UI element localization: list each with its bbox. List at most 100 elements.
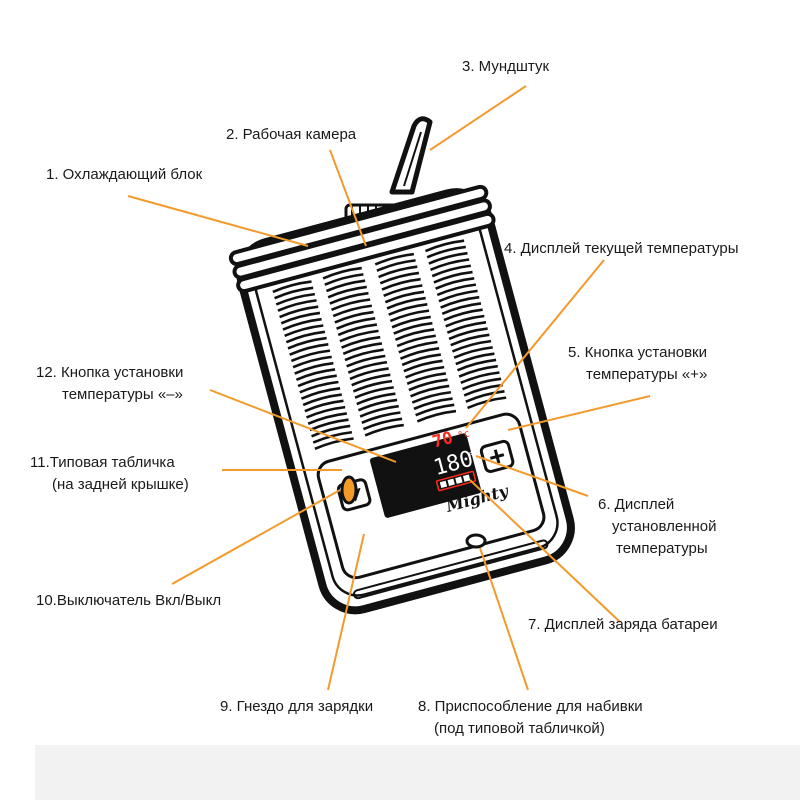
- fin-line: [290, 349, 331, 363]
- fin-line: [465, 390, 505, 403]
- fin-line: [424, 239, 465, 253]
- fin-line: [311, 424, 351, 438]
- fin-line: [351, 373, 391, 387]
- fin-line: [329, 291, 369, 305]
- fin-line: [415, 403, 455, 417]
- current-temp-unit: °c: [457, 428, 471, 442]
- label-mouthpiece: 3. Мундштук: [462, 58, 550, 75]
- fin-line: [307, 412, 347, 425]
- fin-line: [408, 378, 448, 392]
- fin-line: [327, 285, 367, 299]
- fin-line: [431, 264, 471, 278]
- display-panel: [369, 433, 482, 518]
- label-filling-aid-line2: (под типовой табличкой): [434, 720, 605, 737]
- fin-line: [341, 335, 381, 349]
- fin-line: [389, 309, 430, 323]
- fin-line: [411, 390, 452, 404]
- fin-line: [277, 299, 317, 312]
- fin-line: [393, 321, 433, 335]
- fin-line: [394, 328, 435, 342]
- fin-line: [426, 245, 466, 259]
- leader-8: [479, 547, 529, 691]
- fin-line: [349, 367, 389, 381]
- label-charging-socket: 9. Гнездо для зарядки: [220, 698, 374, 715]
- fin-line: [322, 266, 362, 280]
- fin-line: [289, 343, 329, 356]
- fin-line: [314, 437, 354, 451]
- label-plus-button-line1: 5. Кнопка установки: [568, 344, 707, 361]
- label-type-plate-line2: (на задней крышке): [52, 476, 189, 493]
- fin-line: [386, 296, 426, 310]
- fin-line: [376, 259, 416, 272]
- fin-line: [435, 277, 475, 290]
- fin-line: [305, 405, 346, 419]
- fin-line: [354, 386, 394, 399]
- fin-line: [433, 270, 473, 284]
- fin-line: [304, 399, 344, 413]
- fin-line: [383, 284, 423, 298]
- fin-line: [410, 384, 450, 398]
- fin-line: [381, 277, 421, 291]
- fin-line: [300, 386, 341, 400]
- fin-line: [294, 361, 334, 375]
- fin-line: [272, 280, 312, 294]
- fin-line: [443, 308, 483, 322]
- plus-button[interactable]: [479, 439, 515, 474]
- fin-line: [450, 333, 490, 347]
- label-set-temp-line1: 6. Дисплей: [598, 496, 675, 513]
- fin-line: [399, 347, 440, 360]
- fin-line: [282, 317, 322, 331]
- label-plus-button-line2: температуры «+»: [586, 366, 708, 383]
- fin-line: [445, 314, 485, 328]
- fin-line: [451, 339, 492, 353]
- fin-line: [299, 380, 339, 394]
- fin-line: [388, 303, 428, 316]
- fin-line: [362, 417, 403, 431]
- fin-line: [312, 430, 353, 444]
- fin-line: [430, 258, 470, 272]
- leader-3: [429, 85, 527, 151]
- mouthpiece: [389, 116, 433, 195]
- fin-line: [463, 383, 503, 397]
- fin-line: [403, 359, 443, 373]
- fin-line: [275, 292, 316, 306]
- leader-10: [171, 489, 341, 585]
- leader-12: [209, 389, 397, 463]
- label-chamber: 2. Рабочая камера: [226, 126, 357, 143]
- fin-line: [460, 371, 500, 385]
- label-cooling-unit: 1. Охлаждающий блок: [46, 166, 203, 183]
- cooling-fins: [272, 239, 507, 451]
- fin-line: [436, 283, 477, 297]
- fin-line: [378, 265, 418, 279]
- fin-line: [280, 311, 321, 325]
- fin-line: [324, 273, 364, 286]
- fin-line: [384, 290, 425, 304]
- leader-lines: [127, 85, 651, 691]
- footer-band: [35, 745, 800, 800]
- fin-line: [441, 302, 482, 315]
- fin-line: [332, 304, 372, 318]
- label-battery-display: 7. Дисплей заряда батареи: [528, 616, 718, 633]
- fin-line: [325, 279, 366, 293]
- fin-line: [413, 397, 453, 411]
- fin-line: [357, 398, 398, 412]
- power-switch-icon[interactable]: [340, 475, 358, 505]
- fin-line: [361, 411, 401, 425]
- fin-line: [416, 409, 457, 423]
- fin-line: [287, 336, 327, 350]
- fin-line: [359, 404, 399, 418]
- fin-line: [347, 360, 388, 374]
- battery-indicator: [435, 470, 477, 492]
- fin-line: [438, 289, 478, 303]
- fin-line: [295, 368, 336, 381]
- label-minus-button-line2: температуры «–»: [62, 386, 183, 403]
- fin-line: [292, 355, 332, 369]
- fin-line: [396, 334, 436, 348]
- leader-4: [465, 259, 605, 429]
- leader-7: [469, 479, 621, 623]
- fin-line: [398, 340, 438, 354]
- fin-line: [285, 330, 326, 344]
- fin-line: [405, 365, 445, 379]
- leader-5: [507, 395, 651, 431]
